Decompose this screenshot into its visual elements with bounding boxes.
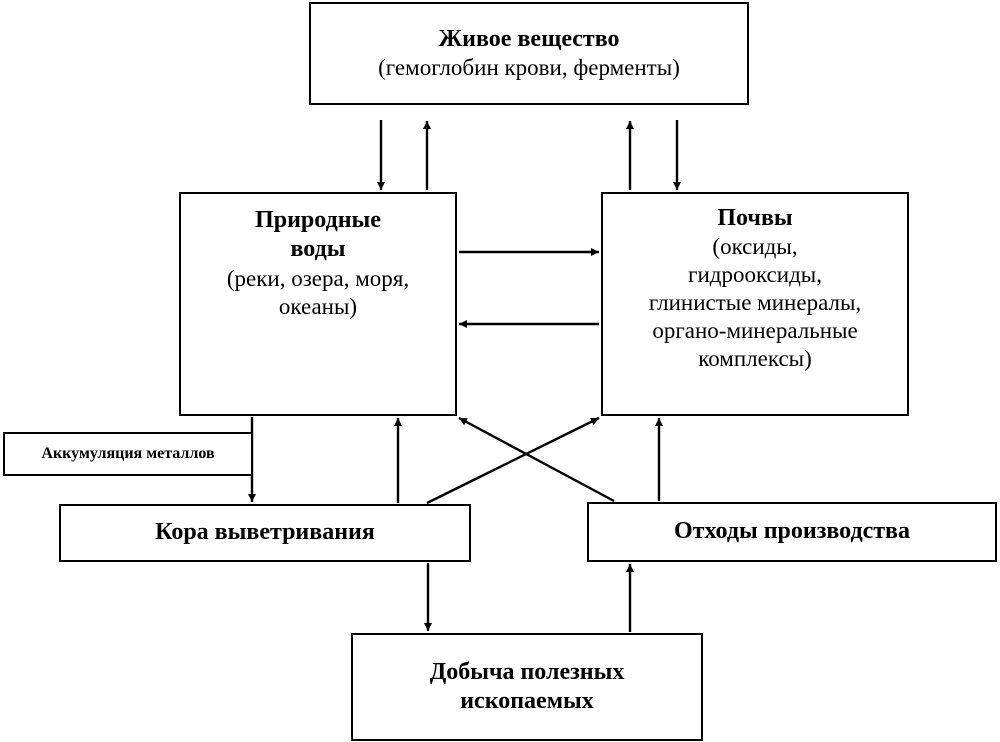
soils-title: Почвы <box>717 205 793 231</box>
natural-waters-title-2: воды <box>290 236 346 263</box>
box-industrial-waste: Отходы производства <box>587 502 997 562</box>
living-matter-subtitle: (гемоглобин крови, ферменты) <box>378 55 680 81</box>
natural-waters-title-1: Природные <box>255 207 381 233</box>
box-natural-waters: Природные воды (реки, озера, моря, океан… <box>179 192 457 416</box>
soils-line-1: (оксиды, <box>712 234 798 260</box>
industrial-waste-title: Отходы производства <box>673 518 911 545</box>
natural-waters-sub-2: океаны) <box>278 293 358 319</box>
natural-waters-sub-1: (реки, озера, моря, <box>226 265 410 291</box>
weathering-crust-title: Кора выветривания <box>155 519 375 546</box>
soils-line-4: органо-минеральные <box>652 318 858 344</box>
box-metal-accumulation: Аккумуляция металлов <box>3 432 253 476</box>
soils-line-5: комплексы) <box>698 346 812 372</box>
box-mining: Добыча полезных ископаемых <box>351 633 703 741</box>
box-living-matter: Живое вещество (гемоглобин крови, фермен… <box>309 2 749 105</box>
box-soils: Почвы (оксиды, гидрооксиды, глинистые ми… <box>601 192 909 416</box>
living-matter-title: Живое вещество <box>438 25 620 52</box>
mining-title-2: ископаемых <box>460 688 594 714</box>
metal-accumulation-label: Аккумуляция металлов <box>41 445 215 463</box>
soils-line-2: гидрооксиды, <box>688 262 822 288</box>
mining-title-1: Добыча полезных <box>429 658 625 685</box>
arrow-weathering-to-soils <box>426 416 600 505</box>
soils-line-3: глинистые минералы, <box>648 290 862 316</box>
arrow-waste-to-waters <box>458 416 615 503</box>
box-weathering-crust: Кора выветривания <box>59 504 471 562</box>
